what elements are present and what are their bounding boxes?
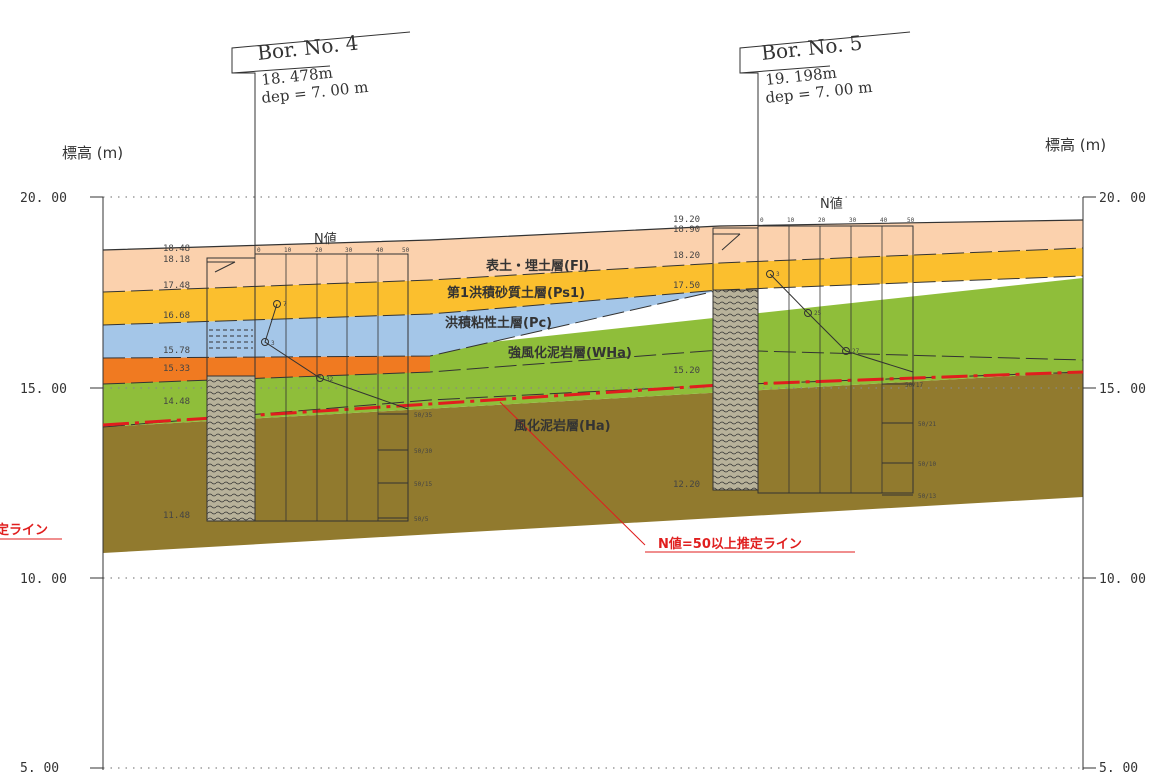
tick-right-10: 10. 00 <box>1099 572 1146 587</box>
orange-band-layer <box>103 356 430 384</box>
bor4-n7: 50/5 <box>414 516 429 523</box>
bor4-n6: 50/15 <box>414 481 432 488</box>
bor4-depth-4: 16.68 <box>163 311 190 321</box>
bor4-n-curve <box>264 303 409 410</box>
bor5-scale-0: 0 <box>760 217 764 224</box>
bor4-depth-8: 11.48 <box>163 511 190 521</box>
label-strong-weathered-layer: 強風化泥岩層(WHa) <box>508 345 632 361</box>
bor4-depth-6: 15.33 <box>163 364 190 374</box>
bor4-n1: 7 <box>283 301 287 308</box>
bor4-title: Bor. No. 4 <box>256 30 359 64</box>
bor5-n6: 50/10 <box>918 461 936 468</box>
bor4-scale-40: 40 <box>376 247 384 254</box>
n50-label-left: 定ライン <box>0 522 48 538</box>
bor4-scale-50: 50 <box>402 247 410 254</box>
bor5-core-mudstone <box>712 289 759 491</box>
bor4-n-chart <box>254 253 409 522</box>
bor5-nlabel: N値 <box>820 196 843 212</box>
sand-layer <box>103 248 1083 325</box>
tick-left-10: 10. 00 <box>20 572 67 587</box>
bor5-scale-10: 10 <box>787 217 795 224</box>
bor5-n7: 50/13 <box>918 493 936 500</box>
strong-weathered-mudstone-layer <box>103 278 1083 427</box>
bor5-depth-6: 12.20 <box>673 480 700 490</box>
bor4-core-mudstone <box>206 375 256 522</box>
tick-left-5: 5. 00 <box>20 761 59 776</box>
label-weathered-layer: 風化泥岩層(Ha) <box>514 418 611 434</box>
tick-right-20: 20. 00 <box>1099 191 1146 206</box>
bor4-depth-3: 17.48 <box>163 281 190 291</box>
bor5-scale-20: 20 <box>818 217 826 224</box>
bor5-depth-5: 15.20 <box>673 366 700 376</box>
bor4-scale-30: 30 <box>345 247 353 254</box>
tick-left-20: 20. 00 <box>20 191 67 206</box>
bor5-depth-1: 19.20 <box>673 215 700 225</box>
bor5-n3: 27 <box>852 348 860 355</box>
bor4-n3: 32 <box>326 376 334 383</box>
bor5-depth-2: 18.90 <box>673 225 700 235</box>
weathered-mudstone-layer <box>103 372 1083 553</box>
bor5-n4: 50/17 <box>905 382 923 389</box>
n50-leader-line <box>499 401 646 546</box>
tick-right-15: 15. 00 <box>1099 382 1146 397</box>
bor5-n1: 3 <box>776 271 780 278</box>
n50-label: N値=50以上推定ライン <box>658 536 802 552</box>
bor5-scale-50: 50 <box>907 217 915 224</box>
bor4-n4: 50/35 <box>414 412 432 419</box>
bor4-n2: 3 <box>271 340 275 347</box>
bor4-n5: 50/30 <box>414 448 432 455</box>
ground-surface-line <box>102 219 1084 251</box>
bor4-depth-7: 14.48 <box>163 397 190 407</box>
bor4-scale-20: 20 <box>315 247 323 254</box>
bor4-scale-10: 10 <box>284 247 292 254</box>
bor4-depth-1: 18.48 <box>163 244 190 254</box>
bor5-scale-30: 30 <box>849 217 857 224</box>
bor5-n2: 25 <box>814 310 822 317</box>
n50-estimated-line <box>102 370 1084 427</box>
label-fill-layer: 表土・埋土層(Fl) <box>485 258 589 274</box>
bor4-nlabel: N値 <box>314 231 337 247</box>
bor4-depth-2: 18.18 <box>163 255 190 265</box>
bor5-n-curve <box>769 273 914 373</box>
bor5-scale-40: 40 <box>880 217 888 224</box>
bor5-n5: 50/21 <box>918 421 936 428</box>
fill-layer <box>103 220 1083 292</box>
tick-right-5: 5. 00 <box>1099 761 1138 776</box>
bor5-n-chart <box>757 225 914 494</box>
label-sand-layer: 第1洪積砂質土層(Ps1) <box>447 285 585 301</box>
bor4-scale-0: 0 <box>257 247 261 254</box>
bor5-title: Bor. No. 5 <box>760 30 863 64</box>
bor4-depth-5: 15.78 <box>163 346 190 356</box>
clay-layer <box>103 290 720 358</box>
axis-title-right: 標高 (m) <box>1045 136 1106 154</box>
axis-title-left: 標高 (m) <box>62 144 123 162</box>
bor5-depth-4: 17.50 <box>673 281 700 291</box>
bor5-depth-3: 18.20 <box>673 251 700 261</box>
label-clay-layer: 洪積粘性土層(Pc) <box>445 315 552 331</box>
tick-left-15: 15. 00 <box>20 382 67 397</box>
axes <box>90 196 1096 770</box>
